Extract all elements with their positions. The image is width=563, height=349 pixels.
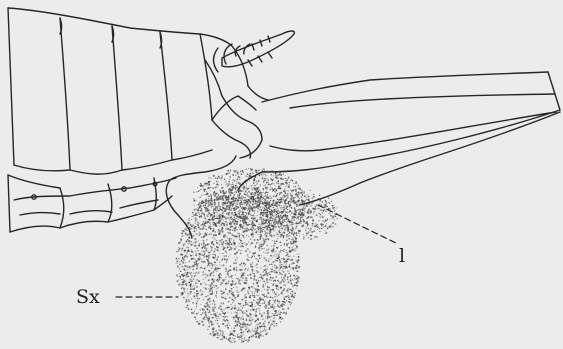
label-l: l [399, 245, 405, 267]
posterior-process-outline [262, 72, 560, 172]
spiny-appendage [214, 31, 295, 72]
leader-line-l [318, 205, 398, 244]
tergite-segments [8, 8, 212, 174]
stippled-sac [176, 168, 338, 343]
label-sx: Sx [76, 286, 100, 308]
sternal-plates [8, 175, 176, 232]
